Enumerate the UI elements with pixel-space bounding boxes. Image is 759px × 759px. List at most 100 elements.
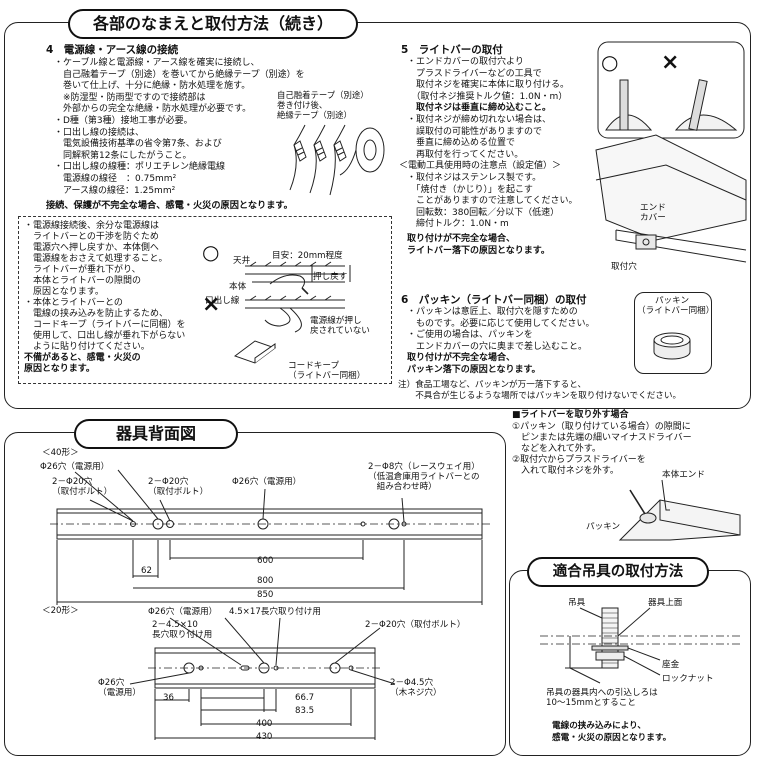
sec6-line: ものです。必要に応じて使用してください。 xyxy=(407,318,595,329)
packing-illustration xyxy=(653,332,691,360)
box4-line: 電源線をおさえて処理すること。 xyxy=(24,254,168,264)
t20-bolt: 2－Φ20穴（取付ボルト） xyxy=(365,620,466,630)
t40-hole-power: Φ26穴（電源用） xyxy=(40,462,110,472)
sec4-line: 自己融着テープ（別途）を巻いてから絶縁テープ（別途）を xyxy=(54,69,305,80)
box4-line: ・電源線接続後、余分な電源線は xyxy=(24,221,160,231)
sec4-text: ・ケーブル線と電源線・アース線を確実に接続し、 自己融着テープ（別途）を巻いてか… xyxy=(54,58,305,197)
sec4-line: 電源線の線径 ：0.75mm² xyxy=(54,173,177,184)
mount-hole-label: 取付穴 xyxy=(611,262,637,272)
sec5-line: 再取付を行ってください。 xyxy=(407,149,524,160)
remove-line: などを入れて外す。 xyxy=(512,444,601,454)
lead-wire-box xyxy=(18,216,392,384)
sec4-line: アース線の線径：1.25mm² xyxy=(54,185,176,196)
t20-slot2: 2－4.5×10 長穴取り付け用 xyxy=(152,620,213,640)
sec4-line: ・ケーブル線と電源線・アース線を確実に接続し、 xyxy=(54,58,260,68)
t20-power-top: Φ26穴（電源用） xyxy=(148,607,218,617)
sec5-bold: 取付ネジは垂直に締め込むこと。 xyxy=(407,103,552,114)
back-view-title: 器具背面図 xyxy=(74,419,238,449)
sec5-line: プラスドライバーなどの工具で xyxy=(407,68,542,79)
end-cover-label: エンド カバー xyxy=(640,203,666,223)
box4-text: ・電源線接続後、余分な電源線は ライトバーとの干渉を防ぐため 電源穴へ押し戻すか… xyxy=(24,221,185,375)
ng-illustration xyxy=(245,295,345,333)
ok-mark: ○ xyxy=(202,240,220,264)
t20-d667: 66.7 xyxy=(295,693,315,703)
push-label: 押し戻す xyxy=(313,272,348,282)
hanger-nut-label: ロックナット xyxy=(662,674,714,684)
sec5-ng-mark: × xyxy=(661,50,680,75)
sec4-line: ・口出し線の接続は、 xyxy=(54,127,145,138)
ng-mark: × xyxy=(202,292,221,317)
hanger-illustration xyxy=(540,607,740,684)
sec4-line: 外部からの完全な絶縁・防水処理が必要です。 xyxy=(54,104,252,115)
sec5-line: 締付トルク：1.0N・m xyxy=(407,219,509,230)
hanger-washer-label: 座金 xyxy=(662,660,680,670)
sec6-line: ・ご使用の場合は、パッキンを xyxy=(407,330,533,341)
t40-power2: Φ26穴（電源用） xyxy=(232,477,302,487)
packing-box xyxy=(634,292,712,374)
lead-label: 口出し線 xyxy=(205,296,240,306)
t20-d430: 430 xyxy=(256,732,273,742)
box4-line: 原因となります。 xyxy=(24,287,104,297)
t40-d850: 850 xyxy=(257,590,274,600)
ceiling-label: 天井 xyxy=(233,256,251,266)
sec4-heading: 4 電源線・アース線の接続 xyxy=(46,44,179,56)
hanger-warning: 電線の挟み込みにより、 感電・火災の原因となります。 xyxy=(552,721,672,743)
sec5-heading: 5 ライトバーの取付 xyxy=(401,44,503,56)
sec5-line: 取付ネジを確実に本体に取り付ける。 xyxy=(407,80,570,91)
lightbar-illustration xyxy=(595,41,747,263)
sec5-ok-mark: ○ xyxy=(601,50,619,74)
cordkeep-illustration xyxy=(233,340,277,364)
body-label: 本体 xyxy=(229,282,247,292)
sec4-line: 電気設備技術基準の省令第7条、および xyxy=(54,139,222,150)
sec5-line: ・取付ネジが締め切れない場合は、 xyxy=(407,114,552,125)
t40-d600: 600 xyxy=(257,556,274,566)
sec6-note: 注）食品工場など、パッキンが万一落下すると、 不具合が生じるような場所ではパッキ… xyxy=(398,380,682,401)
hanger-panel xyxy=(509,570,751,756)
ok-illustration xyxy=(245,261,351,295)
sec5-line: 誤取付の可能性がありますので xyxy=(407,126,543,137)
box4-line: コードキープ（ライトバーに同梱）を xyxy=(24,320,186,330)
remove-line: 入れて取付ネジを外す。 xyxy=(512,466,619,476)
sec5-line: ・エンドカバーの取付穴より xyxy=(407,57,524,67)
box4-line: ライトバーが垂れ下がり、 xyxy=(24,265,141,275)
t40-raceway: 2－Φ8穴（レースウェイ用） （低温倉庫用ライトバーとの 組み合わせ時） xyxy=(368,462,480,492)
cordkeep-label: コードキープ （ライトバー同梱） xyxy=(288,361,366,381)
tape-illustration xyxy=(289,124,385,196)
type20-label: ＜20形＞ xyxy=(42,606,79,616)
remove-text: ①パッキン（取り付けている場合）の隙間に ピンまたは先端の細いマイナスドライバー… xyxy=(512,422,692,477)
hanger-length-label: 吊具の器具内への引込しろは 10～15mmとすること xyxy=(546,688,658,708)
t40-d62: 62 xyxy=(141,566,152,576)
t20-slot: 4.5×17長穴取り付け用 xyxy=(229,607,321,617)
box4-line: 本体とライトバーの隙間の xyxy=(24,276,142,286)
sec5-warning: 取り付けが不完全な場合、 ライトバー落下の原因となります。 xyxy=(407,233,550,256)
sec6-text: ・パッキンは意匠上、取付穴を隠すための ものです。必要に応じて使用してください。… xyxy=(407,307,595,377)
page-title: 各部のなまえと取付方法（続き） xyxy=(68,9,358,39)
t40-bolt1: 2－Φ20穴 （取付ボルト） xyxy=(52,477,113,497)
remove-line: ②取付穴からプラスドライバーを xyxy=(512,455,646,465)
box4-line: ように貼り付けてください。 xyxy=(24,342,150,352)
type40-label: ＜40形＞ xyxy=(42,448,79,458)
not-pushed-label: 電源線が押し 戻されていない xyxy=(310,316,370,336)
sec6-line: エンドカバーの穴に奥まで差し込むこと。 xyxy=(407,341,588,352)
remove-line: ①パッキン（取り付けている場合）の隙間に xyxy=(512,422,691,432)
sec5-line: 「焼付き（かじり）」を起こす xyxy=(407,184,533,195)
hanger-bolt-label: 吊具 xyxy=(568,598,586,608)
sec5-line: （取付ネジ推奨トルク値：1.0N・m） xyxy=(407,91,568,102)
sec5-line: 回転数：380回転／分以下（低速） xyxy=(407,207,560,218)
remove-packing-label: パッキン xyxy=(586,522,621,532)
sec6-line: ・パッキンは意匠上、取付穴を隠すための xyxy=(407,307,578,317)
t40-d800: 800 xyxy=(257,576,274,586)
guide-label: 目安：20mm程度 xyxy=(272,251,343,261)
sec5-line: 垂直に締め込める位置で xyxy=(407,138,516,149)
sec5-line: ＜電動工具使用時の注意点（設定値）＞ xyxy=(399,161,562,172)
t40-bolt2: 2－Φ20穴 （取付ボルト） xyxy=(148,477,209,497)
remove-heading: ■ライトバーを取り外す場合 xyxy=(512,410,629,420)
sec4-line: ・D種（第3種）接地工事が必要。 xyxy=(54,115,193,126)
sec5-text: ・エンドカバーの取付穴より プラスドライバーなどの工具で 取付ネジを確実に本体に… xyxy=(399,57,577,257)
sec6-heading: 6 パッキン（ライトバー同梱）の取付 xyxy=(401,294,587,306)
box4-line: ライトバーとの干渉を防ぐため xyxy=(24,232,159,242)
remove-line: ピンまたは先端の細いマイナスドライバー xyxy=(512,433,692,443)
sec4-line: 同解釈第12条にしたがうこと。 xyxy=(54,150,192,161)
